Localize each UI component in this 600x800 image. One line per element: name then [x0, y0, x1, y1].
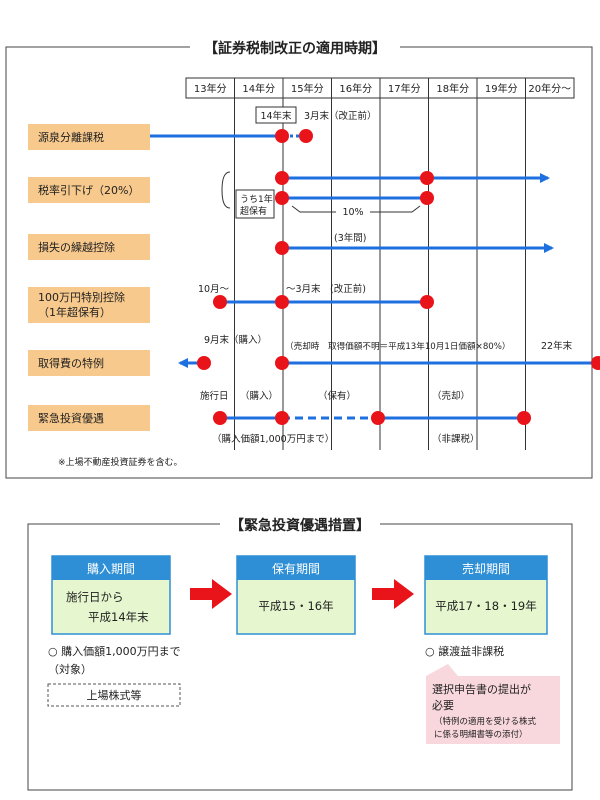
svg-text:税率引下げ（20%）: 税率引下げ（20%）	[38, 183, 139, 197]
year-header-label: 13年分	[194, 82, 227, 95]
year-header-label: 15年分	[291, 82, 324, 95]
dot	[275, 241, 289, 255]
year-header-label: 17年分	[388, 82, 421, 95]
listed-stocks-box	[47, 683, 181, 707]
svg-text:取得費の特例: 取得費の特例	[38, 356, 104, 370]
row-label-tokubetsu-koujo: 100万円特別控除 （1年超保有）	[28, 287, 150, 323]
dot	[275, 295, 289, 309]
annotation-to-mar: ～3月末 (改正前)	[286, 283, 366, 295]
dot	[299, 129, 313, 143]
dot	[420, 295, 434, 309]
dot	[517, 411, 531, 425]
svg-text:緊急投資優遇: 緊急投資優遇	[38, 411, 104, 425]
dot	[213, 411, 227, 425]
svg-text:選択申告書の提出が: 選択申告書の提出が	[432, 682, 531, 696]
timeline-title: 【証券税制改正の適用時期】	[204, 40, 386, 57]
row-label-sonshitsu: 損失の繰越控除	[28, 234, 150, 260]
box-baikyaku-kikan: 売却期間 平成17・18・19年	[424, 555, 548, 635]
dot	[275, 191, 289, 205]
row-label-gensen: 源泉分離課税	[28, 124, 150, 150]
year-header-label: 20年分～	[528, 82, 571, 95]
box-header: 保有期間	[272, 562, 320, 576]
timeline-row-gensen: 14年末 3月末（改正前）	[150, 106, 377, 143]
year-header: 13年分 14年分 15年分 16年分 17年分 18年分 19年分 20年分～	[185, 77, 575, 99]
row-label-zeiritsu: 税率引下げ（20%）	[28, 177, 150, 203]
box-body-line: 施行日から	[66, 590, 124, 604]
dot	[420, 191, 434, 205]
arrow-right-icon	[190, 579, 232, 609]
dot	[275, 356, 289, 370]
annotation-hikazei: （非課税）	[432, 433, 480, 445]
timeline-footnote: ※上場不動産投資証券を含む。	[58, 456, 183, 468]
svg-text:損失の繰越控除: 損失の繰越控除	[38, 240, 115, 254]
year-header-label: 16年分	[339, 82, 372, 95]
year-header-label: 18年分	[436, 82, 469, 95]
annotation-10pct: 10%	[342, 207, 363, 218]
annotation-kounyu-limit: （購入価額1,000万円まで）	[212, 433, 334, 445]
box-kounyu-kikan: 購入期間 施行日から 平成14年末	[51, 555, 171, 635]
box-header: 購入期間	[87, 562, 135, 576]
timeline-row-sonshitsu: (3年間)	[275, 232, 554, 255]
dot	[197, 356, 211, 370]
listed-stocks-label: 上場株式等	[87, 688, 142, 702]
declaration-callout: 選択申告書の提出が 必要 （特例の適用を受ける株式 に係る明細書等の添付）	[426, 664, 560, 744]
svg-text:源泉分離課税: 源泉分離課税	[38, 130, 104, 144]
box-body-line: 平成17・18・19年	[435, 599, 536, 613]
box-hoyu-kikan: 保有期間 平成15・16年	[236, 555, 356, 635]
year-header-cell	[525, 77, 575, 99]
dot	[275, 411, 289, 425]
annotation-baikyaku: （売却）	[432, 390, 470, 402]
annotation-oct: 10月～	[198, 284, 230, 295]
measures-title: 【緊急投資優遇措置】	[230, 517, 370, 534]
row-label-tokubetsu-text: 100万円特別控除 （1年超保有）	[38, 290, 129, 319]
svg-text:（特例の適用を受ける株式: （特例の適用を受ける株式	[434, 716, 537, 727]
dot	[275, 129, 289, 143]
year-gridlines	[234, 98, 526, 450]
annotation-sep-end: 9月末（購入）	[204, 334, 267, 346]
year-header-label: 14年分	[242, 82, 275, 95]
timeline-row-tokubetsu: 10月～ ～3月末 (改正前)	[198, 283, 434, 309]
arrow-right-icon	[372, 579, 414, 609]
purchase-note-target: （対象）	[48, 662, 92, 676]
annotation-uchi: うち1年 超保有	[240, 193, 276, 217]
dot	[213, 295, 227, 309]
timeline-row-shutokuhi: 9月末（購入） （売却時 取得価額不明＝平成13年10月1日価額×80%） 22…	[178, 334, 600, 370]
dot	[275, 171, 289, 185]
box-body-line: 平成14年末	[88, 610, 149, 624]
box-body-line: 平成15・16年	[258, 599, 333, 613]
annotation-shikoubi: 施行日	[200, 390, 229, 402]
row-label-kinkyu: 緊急投資優遇	[28, 405, 150, 431]
timeline-row-zeiritsu: うち1年 超保有 10%	[221, 171, 550, 219]
dot	[371, 411, 385, 425]
box-header: 売却期間	[462, 561, 510, 576]
row-label-shutokuhi: 取得費の特例	[28, 350, 150, 376]
svg-text:に係る明細書等の添付）: に係る明細書等の添付）	[434, 729, 528, 740]
svg-text:必要: 必要	[432, 699, 454, 712]
dot	[420, 171, 434, 185]
dot	[591, 356, 600, 370]
annotation-baikyaku-ji: （売却時 取得価額不明＝平成13年10月1日価額×80%）	[285, 340, 511, 352]
annotation-3years: (3年間)	[334, 232, 366, 244]
timeline-row-kinkyu: 施行日 （購入） （保有） （売却） （購入価額1,000万円まで） （非課税）	[200, 390, 531, 445]
year-header-label: 19年分	[485, 82, 518, 95]
annotation-mar-kaisei: 3月末（改正前）	[304, 110, 377, 122]
annotation-kounyu: （購入）	[240, 390, 278, 402]
purchase-note: ○ 購入価額1,000万円まで	[48, 644, 181, 658]
annotation-hoyu: （保有）	[318, 390, 356, 402]
annotation-22-end: 22年末	[541, 340, 573, 352]
sale-note: ○ 譲渡益非課税	[425, 644, 504, 658]
annotation-14-end: 14年末	[260, 110, 292, 122]
